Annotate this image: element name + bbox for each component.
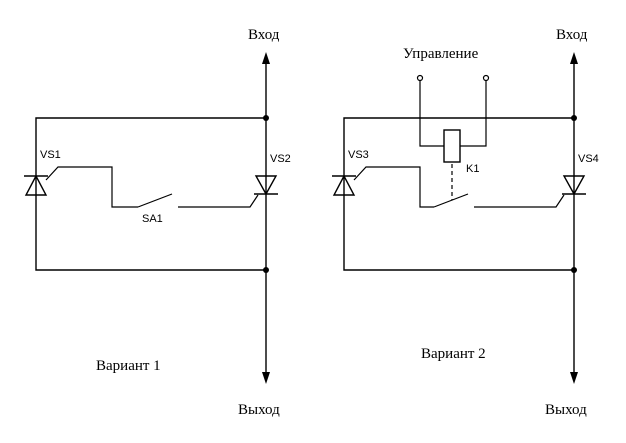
junction-dot [263,267,269,273]
gate-wire-vs4 [474,194,565,208]
variant-1-circuit: VS1 VS2 SA1 Вход Выход Вариант 1 [24,27,291,418]
thyristor-vs2 [254,175,278,196]
thyristor-vs3 [332,174,356,196]
loop-wire-right [343,117,574,271]
gate-wire-vs1 [45,166,138,208]
input-arrow-left-icon [262,52,270,64]
vs2-label: VS2 [270,153,291,165]
junction-dot [263,115,269,121]
sa1-label: SA1 [142,213,163,225]
vs1-label: VS1 [40,149,61,161]
switch-sa1 [137,193,173,208]
vs4-label: VS4 [578,153,599,165]
variant-2-label: Вариант 2 [421,346,486,362]
gate-wire-vs2 [178,194,259,208]
thyristor-vs1 [24,174,48,196]
junction-dot [571,267,577,273]
control-label: Управление [403,46,479,62]
input-arrow-right-icon [570,52,578,64]
relay-coil-k1 [416,74,490,163]
control-terminal [482,74,490,82]
thyristor-vs4 [562,175,586,196]
k1-label: K1 [466,163,479,175]
output-label-right: Выход [545,402,587,418]
output-arrow-right-icon [570,372,578,384]
junction-dot [571,115,577,121]
output-label-left: Выход [238,402,280,418]
input-label-right: Вход [556,27,588,43]
relay-contact-k1 [433,193,469,208]
vs3-label: VS3 [348,149,369,161]
control-terminal [416,74,424,82]
output-arrow-left-icon [262,372,270,384]
loop-wire-left [35,117,266,271]
input-label-left: Вход [248,27,280,43]
gate-wire-vs3 [353,166,434,208]
variant-1-label: Вариант 1 [96,358,161,374]
variant-2-circuit: VS3 VS4 K1 Управление Вход Выход Вариант… [332,27,599,418]
